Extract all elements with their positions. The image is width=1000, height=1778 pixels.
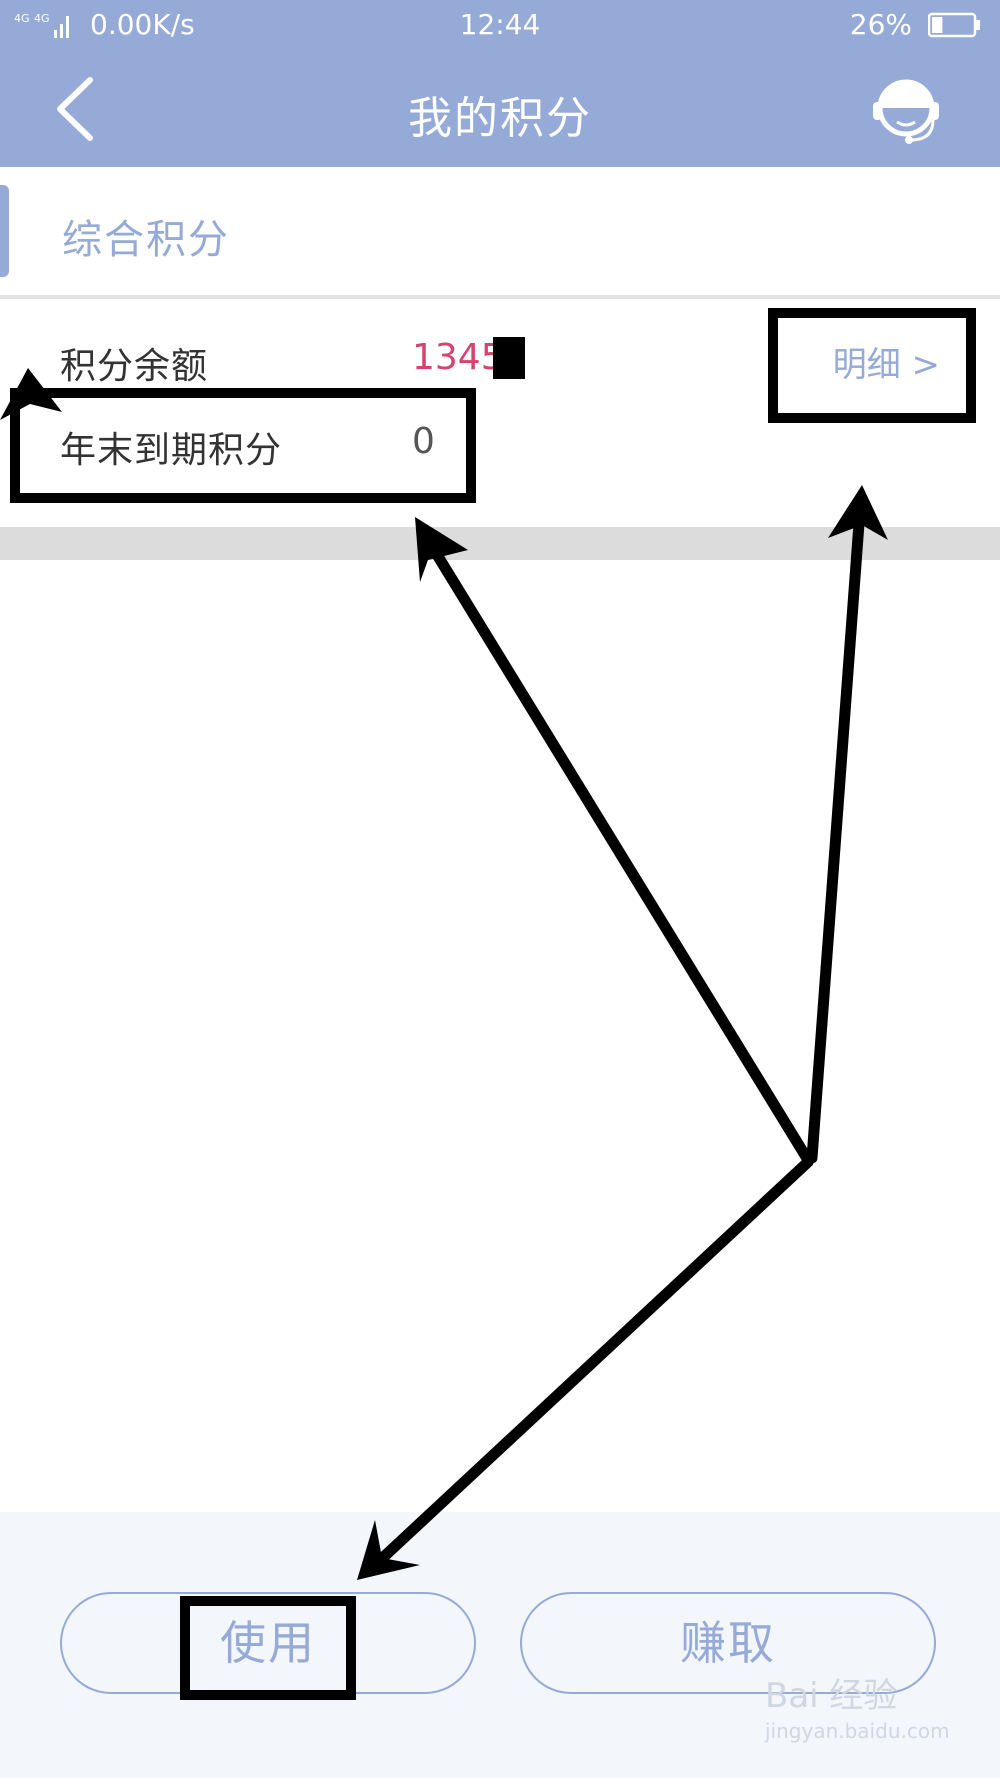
- earn-button[interactable]: 赚取: [520, 1592, 936, 1694]
- signal-icon: 4G 4G: [14, 12, 69, 38]
- balance-value: 1345: [412, 337, 504, 378]
- arrow-to-expiring: [422, 534, 814, 1166]
- section-title: 综合积分: [62, 217, 230, 263]
- watermark: Bai 经验 jingyan.baidu.com: [765, 1668, 950, 1743]
- section-accent: [0, 185, 9, 277]
- arrow-to-detail: [806, 504, 866, 1164]
- use-button[interactable]: 使用: [60, 1592, 476, 1694]
- chevron-left-icon[interactable]: [50, 74, 110, 144]
- balance-label: 积分余额: [60, 346, 209, 387]
- watermark-brand: Bai 经验: [765, 1676, 898, 1716]
- status-bar: 4G 4G 0.00K/s 12:44 26%: [0, 0, 1000, 52]
- network-speed: 0.00K/s: [90, 8, 195, 41]
- svg-text:4G: 4G: [34, 12, 50, 25]
- customer-service-icon[interactable]: [867, 70, 945, 148]
- svg-text:4G: 4G: [14, 12, 30, 25]
- nav-bar: 我的积分: [0, 52, 1000, 167]
- clock: 12:44: [459, 8, 541, 41]
- expiring-value: 0: [412, 421, 435, 462]
- redaction-mark: [493, 337, 525, 379]
- battery-percent: 26%: [849, 8, 912, 41]
- detail-link[interactable]: 明细 >: [832, 345, 940, 385]
- page-title: 我的积分: [408, 93, 592, 144]
- annotation-box-use: [180, 1596, 356, 1700]
- arrow-to-use: [369, 1156, 814, 1571]
- annotation-box-expiring: [10, 388, 476, 503]
- battery-icon: [928, 12, 980, 38]
- annotation-box-detail: [768, 308, 976, 423]
- section-divider: [0, 527, 1000, 560]
- watermark-url: jingyan.baidu.com: [765, 1719, 950, 1743]
- section-header: 综合积分: [0, 167, 1000, 299]
- expiring-label: 年末到期积分: [60, 430, 283, 471]
